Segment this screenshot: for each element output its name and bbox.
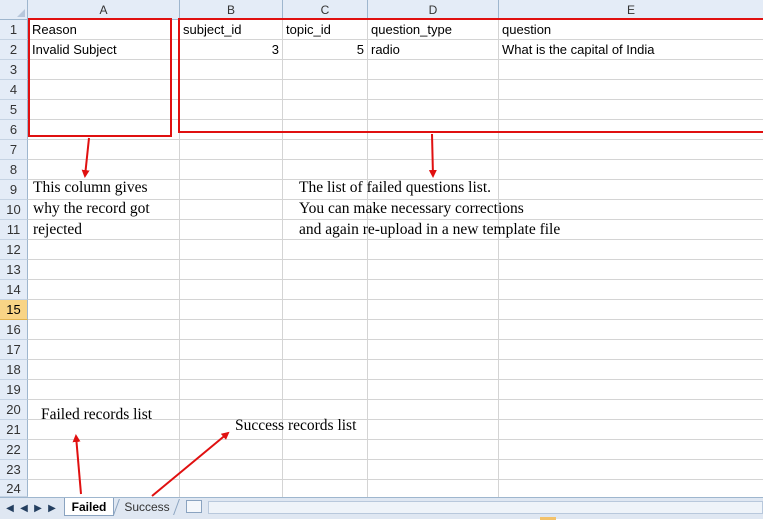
grid-line [28,159,763,160]
grid-line [367,20,368,497]
cell-e1[interactable]: question [502,22,552,37]
row-header[interactable]: 23 [0,460,28,480]
tab-separator [173,499,180,515]
grid-line [28,419,763,420]
first-sheet-button[interactable]: ◀ [6,502,14,514]
select-all-corner[interactable] [0,0,28,20]
grid-line [28,99,763,100]
row-header[interactable]: 12 [0,240,28,260]
row-header[interactable]: 8 [0,160,28,180]
reason-column-highlight [28,18,172,137]
row-header[interactable]: 4 [0,80,28,100]
grid-line [28,119,763,120]
grid-line [282,20,283,497]
row-header[interactable]: 17 [0,340,28,360]
grid-line [28,79,763,80]
failed-list-note-line-3: and again re-upload in a new template fi… [299,221,561,238]
insert-sheet-icon[interactable] [186,500,202,513]
reason-note-line-1: This column gives [33,179,148,196]
cell-c1[interactable]: topic_id [286,22,331,37]
reason-arrow [81,137,90,178]
grid-line [28,399,763,400]
grid-line [28,279,763,280]
grid-line [28,259,763,260]
row-header[interactable]: 19 [0,380,28,400]
failed-tab-arrow [72,434,82,495]
grid-line [28,199,763,200]
row-header-active[interactable]: 15 [0,300,28,320]
success-tab-arrow [151,431,230,497]
cell-c2[interactable]: 5 [356,42,364,57]
grid-line [28,359,763,360]
sheet-tab-success[interactable]: Success [124,500,170,514]
sheet-tab-bar: ◀ ◀ ▶ ▶ Failed Success [0,497,763,520]
prev-sheet-button[interactable]: ◀ [20,502,28,514]
row-header[interactable]: 10 [0,200,28,220]
row-header[interactable]: 14 [0,280,28,300]
row-header[interactable]: 13 [0,260,28,280]
row-header[interactable]: 3 [0,60,28,80]
grid-line [498,20,499,497]
grid-line [28,219,763,220]
reason-note-line-2: why the record got [33,200,150,217]
reason-note-line-3: rejected [33,221,83,238]
failed-list-arrow [428,133,437,178]
grid-line [28,479,763,480]
row-header[interactable]: 6 [0,120,28,140]
row-header[interactable]: 22 [0,440,28,460]
horizontal-scrollbar[interactable] [208,501,763,514]
row-header[interactable]: 2 [0,40,28,60]
grid-line [28,299,763,300]
row-header[interactable]: 18 [0,360,28,380]
row-header[interactable]: 16 [0,320,28,340]
failed-list-note-line-1: The list of failed questions list. [299,179,492,196]
grid-line [28,239,763,240]
grid-line [179,20,180,497]
grid-line [28,319,763,320]
failed-list-note-line-2: You can make necessary corrections [299,200,524,217]
grid-line [28,339,763,340]
row-header[interactable]: 20 [0,400,28,420]
cell-d2[interactable]: radio [371,42,400,57]
failed-questions-highlight [178,18,763,133]
cell-a2[interactable]: Invalid Subject [32,42,117,57]
failed-tab-note: Failed records list [41,406,153,423]
next-sheet-button[interactable]: ▶ [34,502,42,514]
success-tab-note: Success records list [235,417,357,434]
last-sheet-button[interactable]: ▶ [48,502,56,514]
cell-b2[interactable]: 3 [271,42,279,57]
row-header[interactable]: 5 [0,100,28,120]
row-header[interactable]: 21 [0,420,28,440]
cell-b1[interactable]: subject_id [183,22,242,37]
grid-line [28,379,763,380]
grid-line [28,59,763,60]
row-header[interactable]: 9 [0,180,28,200]
grid-line [28,459,763,460]
cell-e2[interactable]: What is the capital of India [502,42,655,57]
row-header[interactable]: 24 [0,480,28,497]
grid-line [28,139,763,140]
grid-line [28,179,763,180]
grid-line [28,39,763,40]
row-header[interactable]: 11 [0,220,28,240]
cell-a1[interactable]: Reason [32,22,77,37]
grid-line [28,439,763,440]
sheet-tab-failed[interactable]: Failed [64,498,114,516]
tab-separator [113,499,120,515]
row-header[interactable]: 7 [0,140,28,160]
cell-d1[interactable]: question_type [371,22,452,37]
row-header[interactable]: 1 [0,20,28,40]
